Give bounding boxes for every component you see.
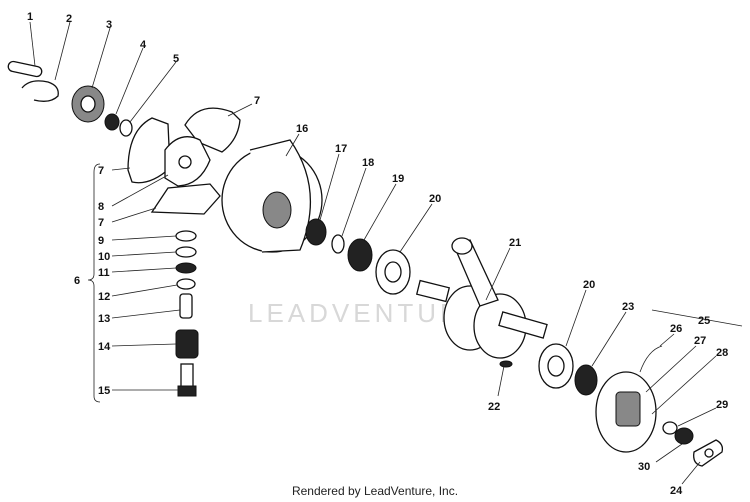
part-13-bushing[interactable]	[179, 293, 193, 319]
watermark-text: LEADVENTURE	[248, 298, 484, 328]
credit-text: Rendered by LeadVenture, Inc.	[291, 484, 459, 498]
callout-29: 29	[716, 399, 728, 411]
part-18-washer[interactable]	[331, 234, 345, 254]
callout-13: 13	[98, 313, 110, 325]
callout-16: 16	[296, 123, 308, 135]
callout-19: 19	[392, 173, 404, 185]
callout-20-left: 20	[429, 193, 441, 205]
leader-lines	[29, 21, 743, 485]
part-4-nut[interactable]	[104, 113, 120, 131]
callout-3: 3	[106, 19, 112, 31]
callout-7-left: 7	[98, 165, 104, 177]
callout-7-bottom: 7	[98, 217, 104, 229]
part-19-seal[interactable]	[347, 238, 373, 272]
callout-27: 27	[694, 335, 706, 347]
part-7-clutch-shoe-left[interactable]	[127, 117, 171, 184]
part-11-washer[interactable]	[175, 262, 197, 274]
bracket-6	[87, 163, 101, 403]
callout-30: 30	[638, 461, 650, 473]
callout-9: 9	[98, 235, 104, 247]
callout-18: 18	[362, 157, 374, 169]
callout-25: 25	[698, 315, 710, 327]
part-1-pin[interactable]	[7, 60, 43, 78]
callout-11: 11	[98, 267, 110, 279]
part-21-crankshaft[interactable]	[415, 237, 548, 359]
part-3-pinion-gear[interactable]	[71, 85, 105, 123]
callout-12: 12	[98, 291, 110, 303]
part-10-washer[interactable]	[175, 246, 197, 258]
part-14-spring[interactable]	[175, 329, 199, 359]
callout-5: 5	[173, 53, 179, 65]
callout-1: 1	[27, 11, 33, 23]
part-22-woodruff-key[interactable]	[499, 360, 513, 368]
part-7-clutch-shoe-bottom[interactable]	[150, 183, 221, 215]
callout-24: 24	[670, 485, 683, 497]
callout-2: 2	[66, 13, 72, 25]
callout-14: 14	[98, 341, 111, 353]
callout-22: 22	[488, 401, 500, 413]
part-26-wire-lead[interactable]	[639, 345, 663, 373]
part-23-seal[interactable]	[574, 364, 598, 396]
callout-4: 4	[140, 39, 147, 51]
part-8-clutch-hub[interactable]	[164, 136, 211, 187]
callout-17: 17	[335, 143, 347, 155]
part-20-bearing-left[interactable]	[375, 249, 411, 295]
part-27-ignition-plate[interactable]	[595, 371, 657, 453]
callout-21: 21	[509, 237, 521, 249]
callout-7-top: 7	[254, 95, 260, 107]
part-24-gasket[interactable]	[693, 439, 724, 467]
part-2-retaining-clip[interactable]	[21, 80, 59, 102]
callout-15: 15	[98, 385, 110, 397]
part-16-clutch-drum[interactable]	[221, 139, 323, 253]
callout-6: 6	[74, 275, 80, 287]
callout-23: 23	[622, 301, 634, 313]
callout-20-right: 20	[583, 279, 595, 291]
part-20-bearing-right[interactable]	[538, 343, 574, 389]
part-17-needle-bearing[interactable]	[305, 218, 327, 246]
callout-8: 8	[98, 201, 104, 213]
callout-26: 26	[670, 323, 682, 335]
part-30-nut[interactable]	[674, 427, 694, 445]
callout-28: 28	[716, 347, 728, 359]
part-9-washer[interactable]	[175, 230, 197, 242]
callout-labels: 1 2 3 4 5 7 7 6 8 7 9 10 11 12 13 14 15 …	[27, 11, 728, 497]
part-15-bolt[interactable]	[177, 363, 197, 397]
part-5-washer[interactable]	[119, 119, 133, 137]
callout-10: 10	[98, 251, 110, 263]
part-29-washer[interactable]	[662, 421, 678, 435]
part-12-washer[interactable]	[176, 278, 196, 290]
